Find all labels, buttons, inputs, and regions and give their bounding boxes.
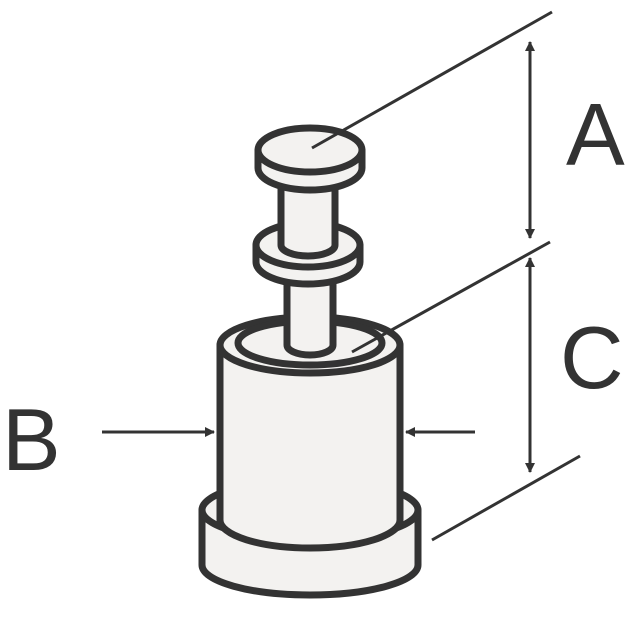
dimension-c: C <box>525 257 624 473</box>
extension-line-middle <box>351 240 551 354</box>
extension-lines <box>311 10 581 542</box>
extension-line-bottom <box>431 454 581 542</box>
dimension-a-label: A <box>566 85 625 184</box>
dimension-c-label: C <box>560 308 624 407</box>
top-cap <box>254 124 366 194</box>
standoff-component <box>198 124 422 599</box>
dimension-a: A <box>525 41 625 239</box>
dimension-b-label: B <box>2 390 61 489</box>
extension-line-top <box>311 10 553 150</box>
dimension-b: B <box>2 390 475 489</box>
